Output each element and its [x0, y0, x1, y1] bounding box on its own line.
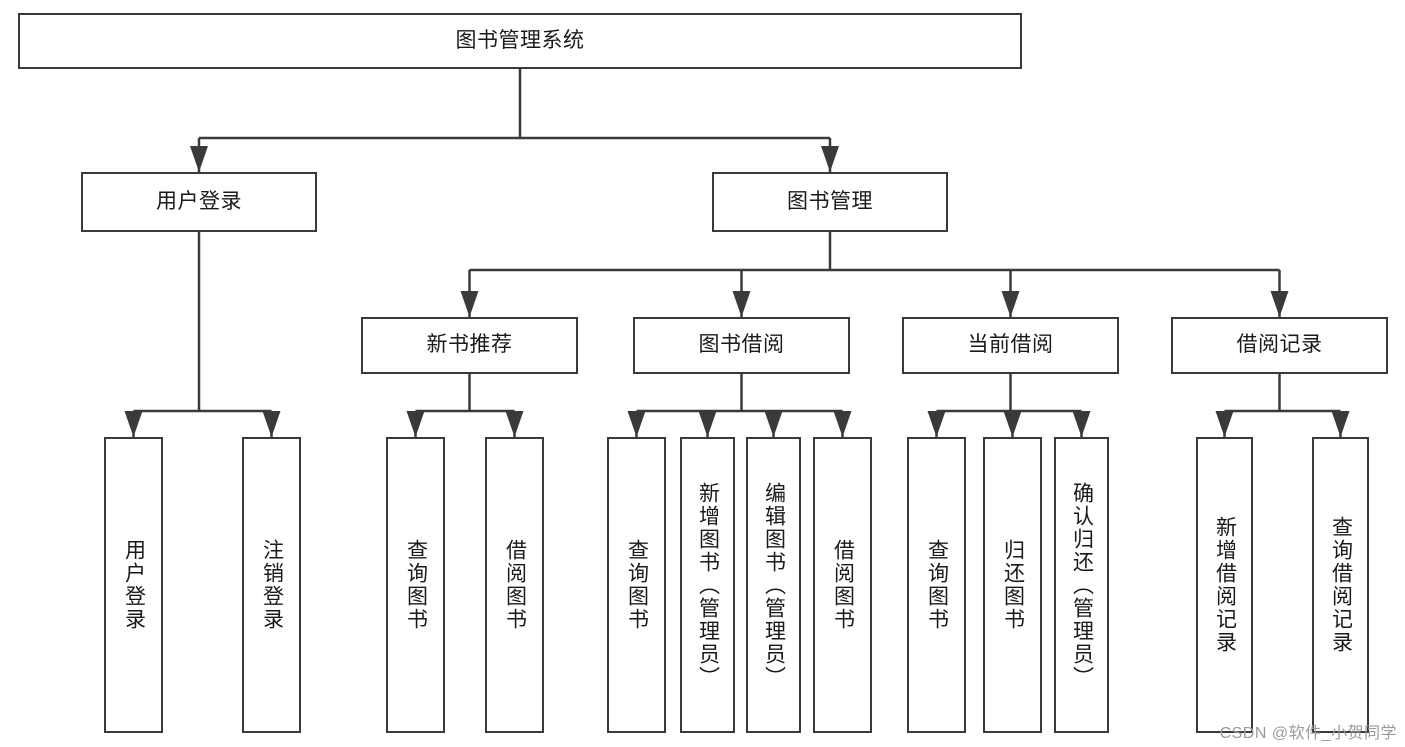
node-label: 图书管理系统 [455, 28, 585, 52]
arrowhead-icon [124, 411, 143, 437]
arrowhead-icon [1001, 291, 1020, 317]
node-newbook[interactable]: 新书推荐 [361, 317, 578, 374]
node-label: 借阅图书 [503, 539, 527, 631]
node-label: 注销登录 [260, 539, 284, 631]
node-leaf-query-record[interactable]: 查询借阅记录 [1312, 437, 1369, 733]
arrowhead-icon [1003, 411, 1022, 437]
node-label: 新书推荐 [426, 333, 513, 357]
arrowhead-icon [698, 411, 717, 437]
node-label: 图书管理 [787, 189, 873, 213]
arrowhead-icon [1072, 411, 1091, 437]
arrowhead-icon [821, 146, 839, 172]
node-label: 查询图书 [404, 539, 428, 631]
node-leaf-edit-book[interactable]: 编辑图书（管理员） [746, 437, 801, 733]
arrowhead-icon [460, 291, 479, 317]
node-label: 用户登录 [156, 189, 242, 213]
node-leaf-logout[interactable]: 注销登录 [242, 437, 301, 733]
arrowhead-icon [1331, 411, 1350, 437]
node-label: 借阅图书 [831, 539, 855, 631]
arrowhead-icon [190, 146, 208, 172]
node-current[interactable]: 当前借阅 [902, 317, 1119, 374]
node-leaf-query-book-3[interactable]: 查询图书 [907, 437, 966, 733]
node-leaf-borrow-book-1[interactable]: 借阅图书 [485, 437, 544, 733]
arrowhead-icon [262, 411, 281, 437]
node-label: 用户登录 [122, 539, 146, 631]
arrowhead-icon [627, 411, 646, 437]
node-records[interactable]: 借阅记录 [1171, 317, 1388, 374]
node-label: 新增借阅记录 [1213, 516, 1237, 654]
node-label: 当前借阅 [967, 333, 1054, 357]
node-bookmgmt[interactable]: 图书管理 [712, 172, 948, 232]
node-leaf-add-book[interactable]: 新增图书（管理员） [680, 437, 735, 733]
node-borrow[interactable]: 图书借阅 [633, 317, 850, 374]
node-leaf-confirm-return[interactable]: 确认归还（管理员） [1054, 437, 1109, 733]
arrowhead-icon [505, 411, 524, 437]
node-label: 查询图书 [625, 539, 649, 631]
node-leaf-borrow-book-2[interactable]: 借阅图书 [813, 437, 872, 733]
node-label: 图书借阅 [698, 333, 785, 357]
node-login[interactable]: 用户登录 [81, 172, 317, 232]
node-label: 借阅记录 [1236, 333, 1323, 357]
node-label: 新增图书（管理员） [696, 481, 720, 689]
arrowhead-icon [732, 291, 751, 317]
node-label: 归还图书 [1001, 539, 1025, 631]
node-leaf-add-record[interactable]: 新增借阅记录 [1196, 437, 1253, 733]
node-label: 编辑图书（管理员） [762, 481, 786, 689]
node-leaf-return-book[interactable]: 归还图书 [983, 437, 1042, 733]
node-leaf-query-book-1[interactable]: 查询图书 [386, 437, 445, 733]
node-leaf-user-login[interactable]: 用户登录 [104, 437, 163, 733]
node-label: 查询图书 [925, 539, 949, 631]
node-root[interactable]: 图书管理系统 [18, 13, 1022, 69]
node-leaf-query-book-2[interactable]: 查询图书 [607, 437, 666, 733]
watermark: CSDN @软件_小贺同学 [1219, 725, 1397, 742]
node-label: 确认归还（管理员） [1070, 481, 1094, 689]
arrowhead-icon [1215, 411, 1234, 437]
arrowhead-icon [833, 411, 852, 437]
arrowhead-icon [764, 411, 783, 437]
arrowhead-icon [406, 411, 425, 437]
arrowhead-icon [927, 411, 946, 437]
arrowhead-icon [1270, 291, 1289, 317]
node-label: 查询借阅记录 [1329, 516, 1353, 654]
